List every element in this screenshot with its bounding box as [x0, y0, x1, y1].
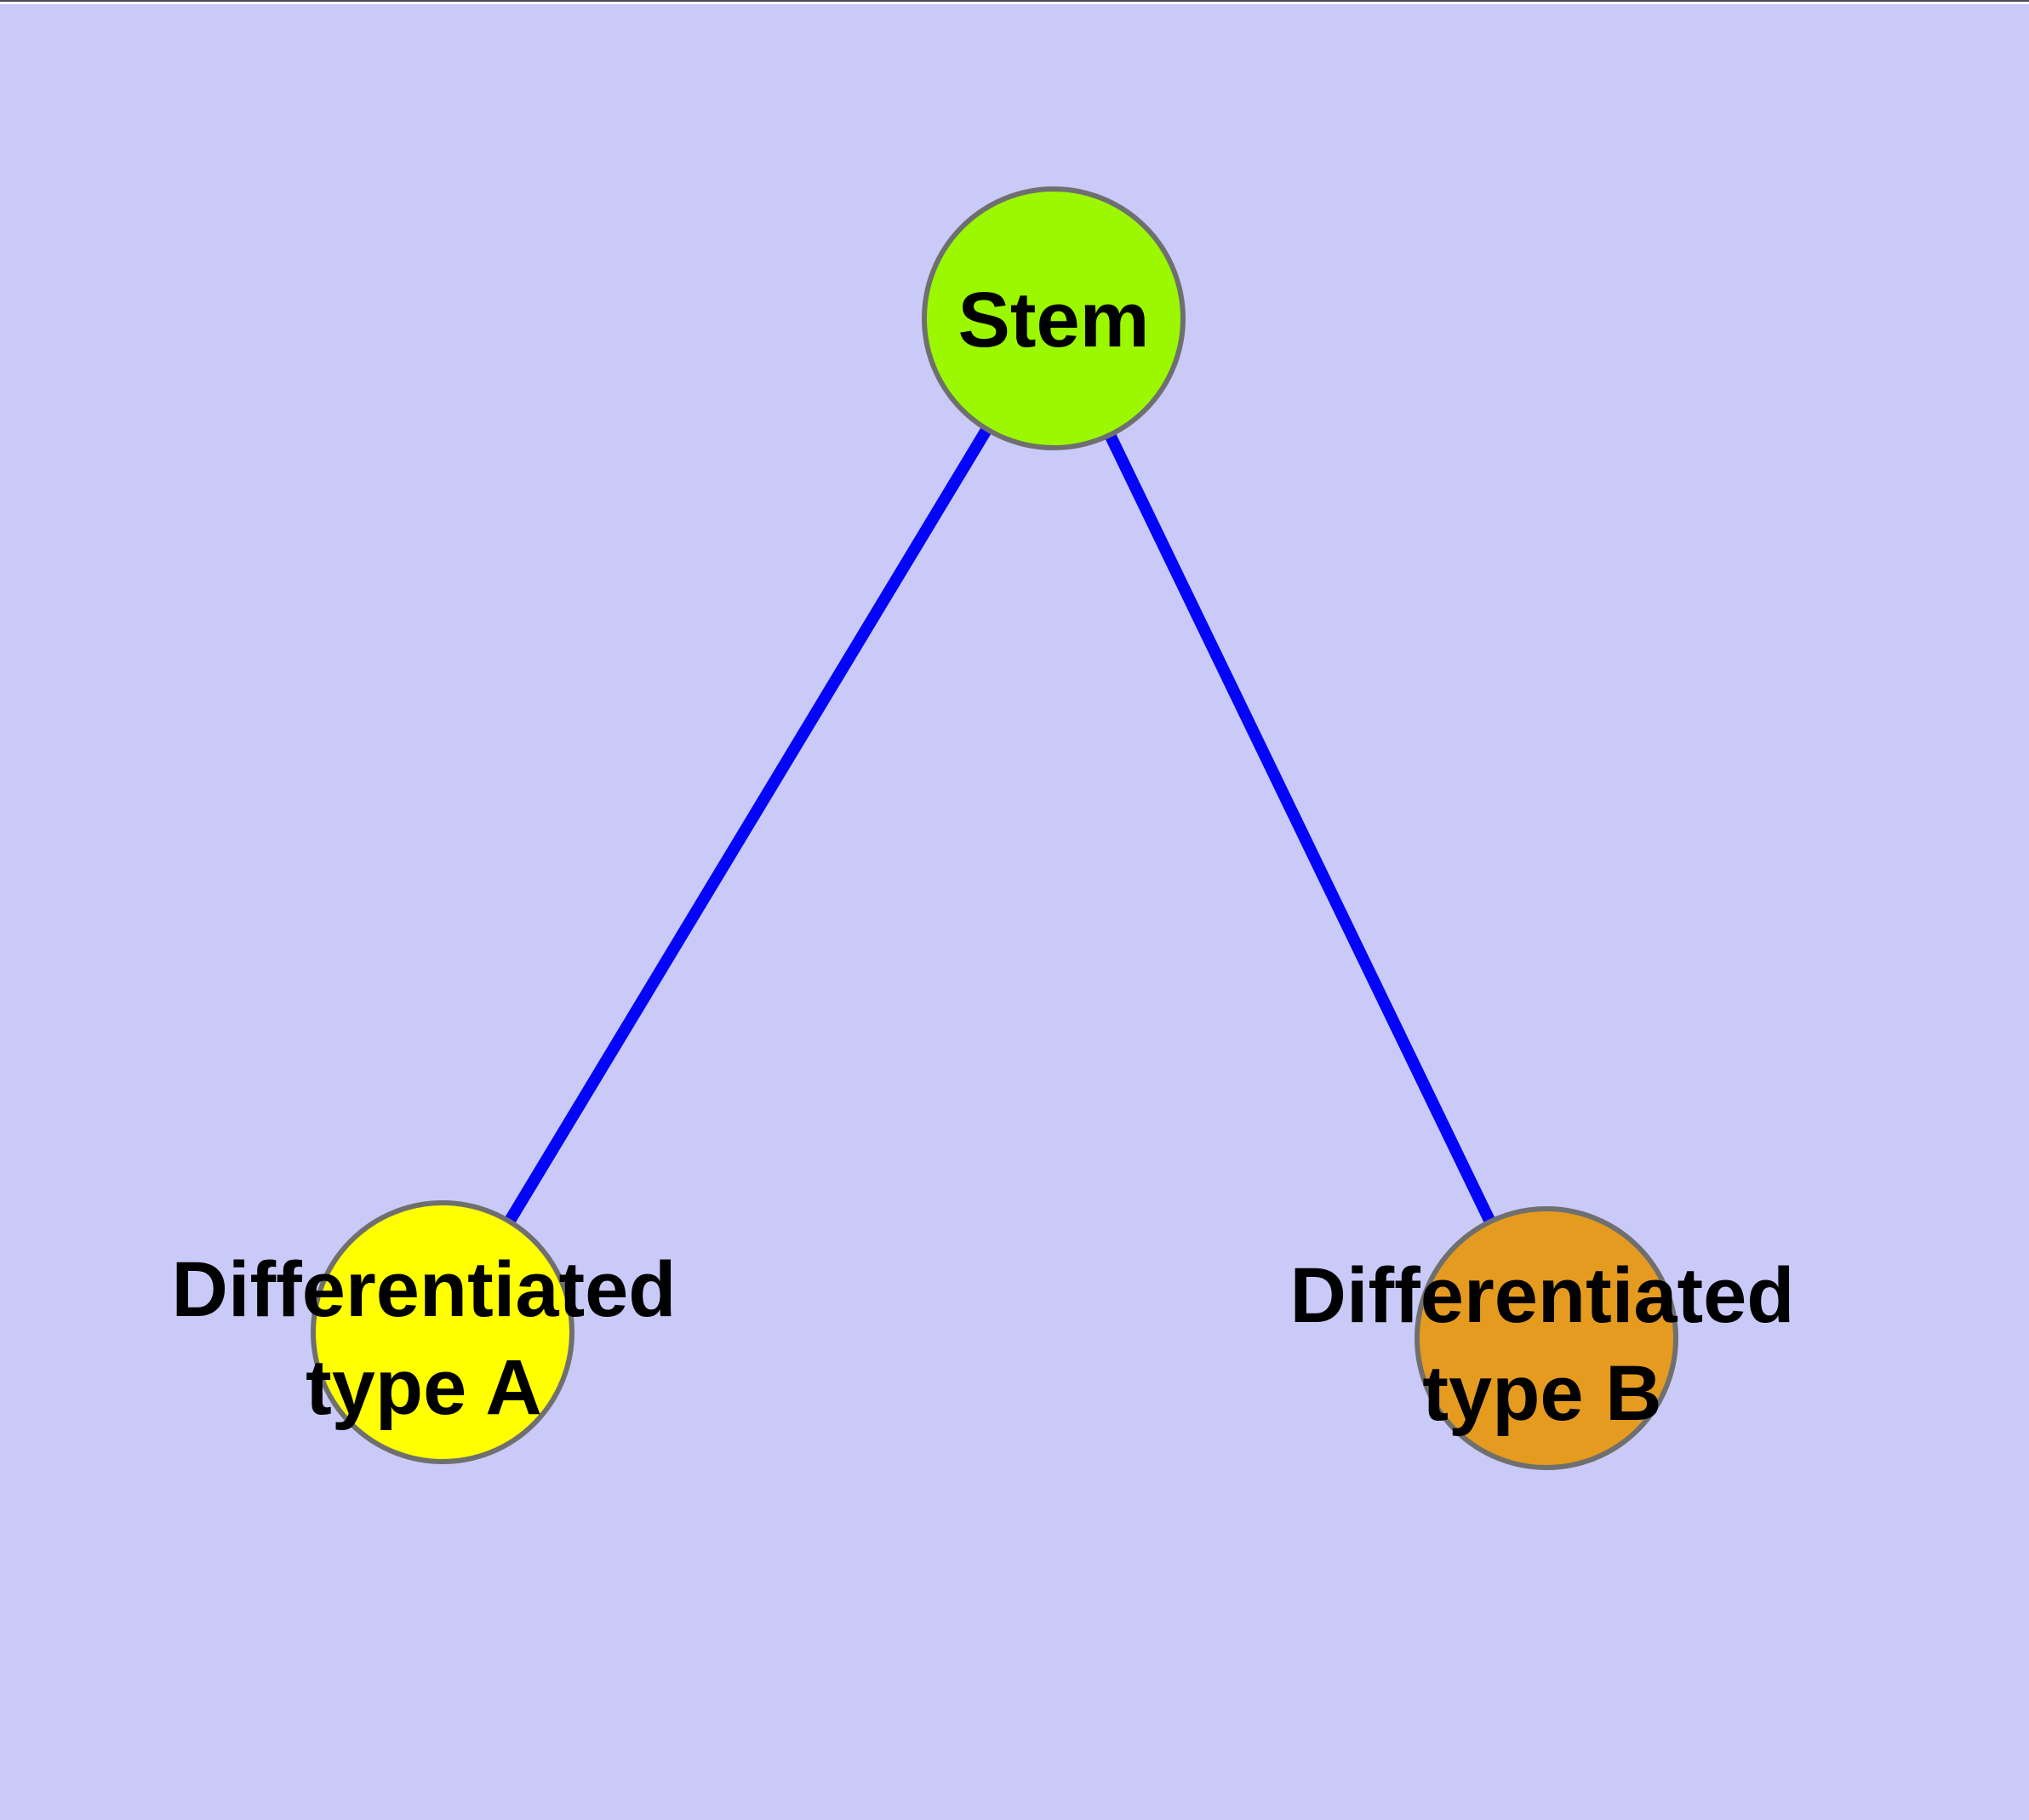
edge-stem-to-type-b — [1048, 315, 1552, 1342]
node-differentiated-type-a — [311, 1200, 574, 1464]
screenshot-top-edge-artifact — [0, 0, 2029, 4]
node-differentiated-type-b — [1415, 1206, 1678, 1470]
node-type-a-label-line-1: Differentiated — [172, 1246, 677, 1333]
node-type-b-label-line-1: Differentiated — [1290, 1252, 1795, 1339]
node-type-a-label-line-2: type A — [306, 1344, 542, 1431]
node-type-b-label-line-2: type B — [1422, 1350, 1661, 1437]
node-stem-label: Stem — [958, 277, 1150, 363]
node-stem — [922, 186, 1186, 450]
edge-stem-to-type-a — [437, 315, 1059, 1336]
